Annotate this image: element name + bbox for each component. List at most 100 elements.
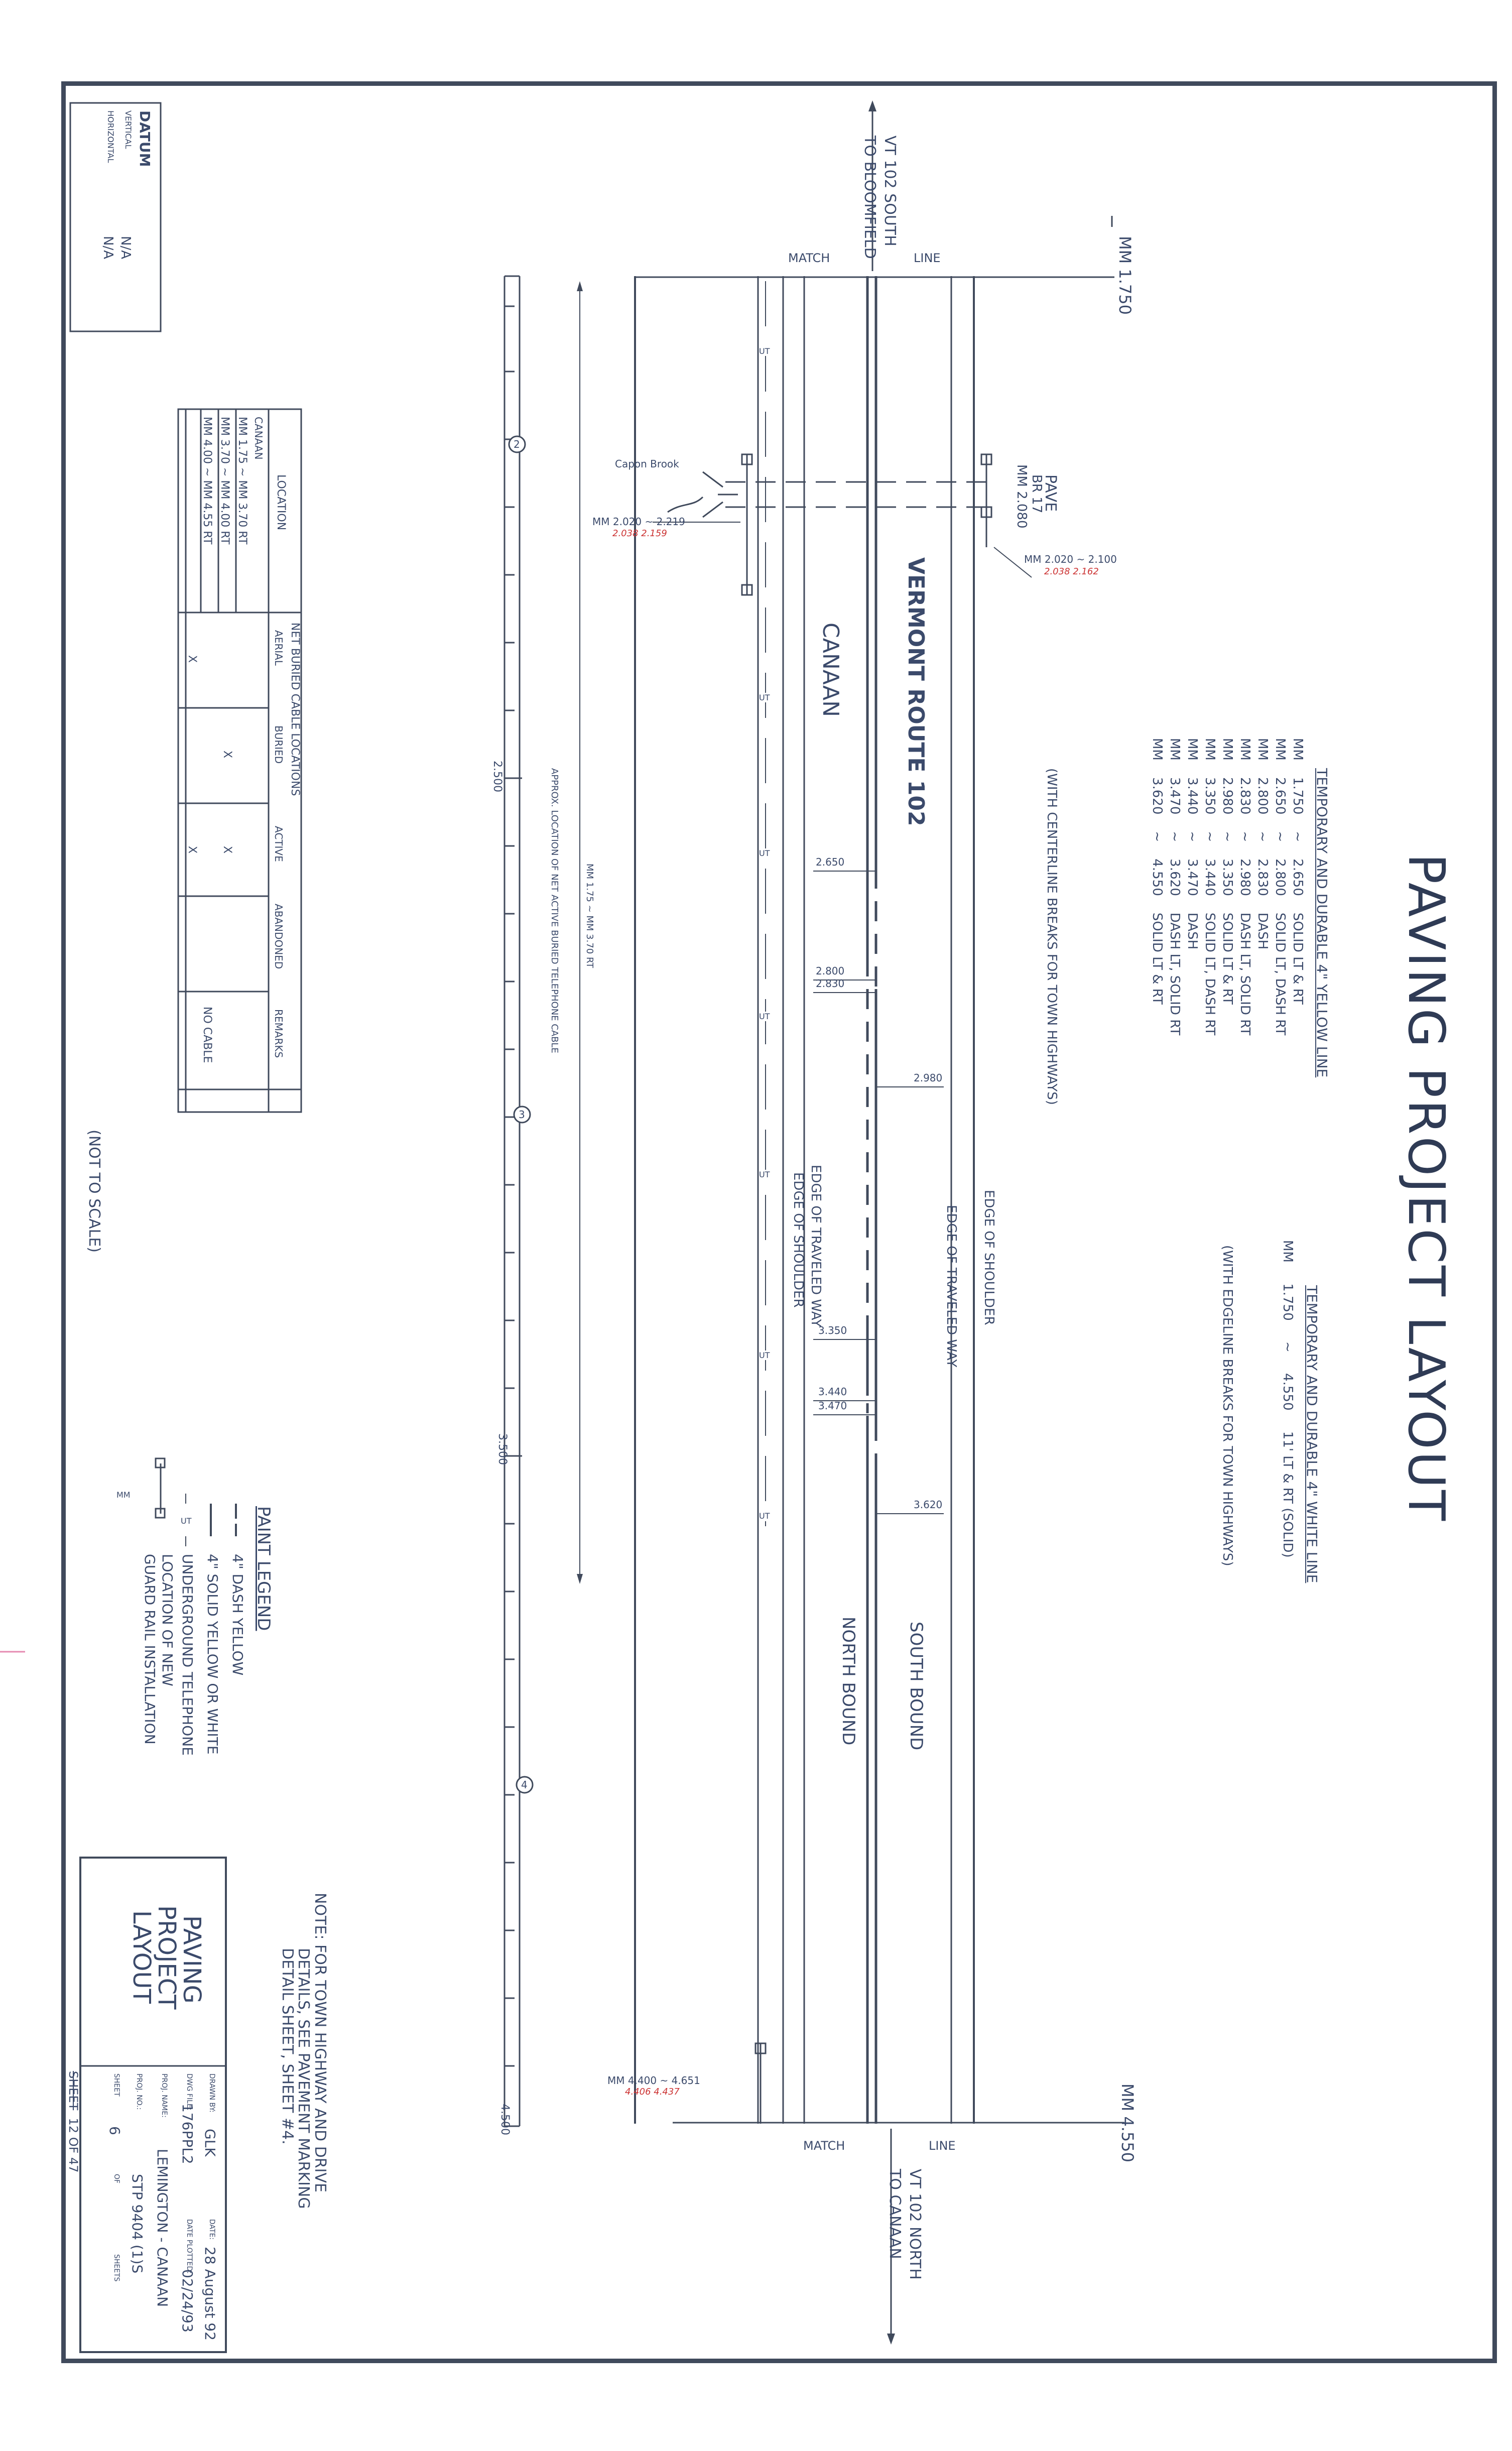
table-cell: X <box>186 846 198 854</box>
direction-north-line2: TO CANAAN <box>886 2169 904 2259</box>
table-cell: MM 4.00 ~ MM 4.55 RT <box>201 417 213 545</box>
drawn-by-label: DRAWN BY: <box>208 2073 216 2113</box>
title-block-title: PROJECT <box>153 1905 181 2010</box>
sheets-label: SHEETS <box>112 2254 120 2282</box>
sheet-stamp: SHEET 12 OF 47 <box>66 2071 80 2173</box>
legend-ut-label: UT <box>181 1516 192 1526</box>
table-cell: X <box>186 655 198 663</box>
station-circle: 3 <box>519 1109 525 1121</box>
direction-south-line2: TO BLOOMFIELD <box>861 136 878 259</box>
scale-label: 4.500 <box>498 2104 511 2135</box>
title-block-title: PAVING <box>178 1915 206 2004</box>
datum-title: DATUM <box>137 110 153 167</box>
datum-horizontal-label: HORIZONTAL <box>106 110 115 163</box>
ut-label: UT <box>759 1012 770 1021</box>
ut-label: UT <box>759 693 770 702</box>
datum-vertical-value: N/A <box>118 236 133 259</box>
sheet-label: SHEET <box>112 2073 120 2097</box>
station-label: 3.620 <box>914 1499 943 1511</box>
guard-rail-correction: 2.038 2.159 <box>612 528 667 539</box>
edge-of-traveled-way-label: EDGE OF TRAVELED WAY <box>808 1165 823 1327</box>
station-label: 2.650 <box>816 856 845 868</box>
ut-label: UT <box>759 848 770 858</box>
datum-horizontal-value: N/A <box>100 236 115 259</box>
mm-end-label: MM 4.550 <box>1118 2084 1137 2162</box>
station-label: 2.830 <box>816 977 845 990</box>
station-label: 3.350 <box>818 1324 847 1336</box>
bridge-mm-label: MM 2.080 <box>1014 464 1029 529</box>
table-header: LOCATION <box>275 474 287 531</box>
mm-start-label: MM 1.750 <box>1115 236 1135 315</box>
guard-rail-mm-label: MM 2.020 ~ 2.100 <box>1024 553 1117 565</box>
station-circle: 4 <box>521 1779 528 1791</box>
table-header: ABANDONED <box>273 904 285 969</box>
route-name: VERMONT ROUTE 102 <box>903 557 929 826</box>
station-circle: 2 <box>514 438 520 450</box>
date-value: 28 August 92 <box>202 2247 218 2341</box>
ut-label: UT <box>759 1511 770 1521</box>
legend-item: LOCATION OF NEW <box>159 1554 176 1686</box>
date-plotted-label: DATE PLOTTED: <box>185 2219 193 2274</box>
cable-table-title: NET BURIED CABLE LOCATIONS <box>289 623 301 796</box>
project-number-value: STP 9404 (1)S <box>129 2174 146 2274</box>
project-name-value: LEMINGTON - CANAAN <box>154 2149 171 2307</box>
table-header: AERIAL <box>273 630 285 666</box>
direction-north-line1: VT 102 NORTH <box>906 2169 924 2280</box>
drawing-border <box>61 81 1497 2363</box>
table-cell: X <box>221 751 233 759</box>
ut-label: UT <box>759 1351 770 1360</box>
table-header: ACTIVE <box>273 826 285 862</box>
date-plotted-value: 02/24/93 <box>179 2269 196 2333</box>
station-label: 3.470 <box>818 1400 847 1412</box>
station-label: 2.980 <box>914 1072 943 1084</box>
date-label: DATE: <box>208 2219 216 2240</box>
edge-of-shoulder-label: EDGE OF SHOULDER <box>791 1172 806 1308</box>
table-cell: NO CABLE <box>201 1007 213 1063</box>
table-cell: MM 3.70 ~ MM 4.00 RT <box>218 417 231 545</box>
dwg-file-value: 176PPL2 <box>179 2104 196 2164</box>
guard-rail-mm-label: MM 2.020 ~ 2.219 <box>592 516 685 528</box>
scale-label: 3.500 <box>496 1433 509 1465</box>
note-line: DETAILS, SEE PAVEMENT MARKING <box>295 1948 312 2209</box>
legend-item: 4" DASH YELLOW <box>229 1554 246 1676</box>
project-number-label: PROJ. NO.: <box>135 2073 143 2110</box>
ut-label: UT <box>759 346 770 356</box>
legend-title: PAINT LEGEND <box>254 1506 274 1631</box>
datum-vertical-label: VERTICAL <box>123 110 133 149</box>
legend-item: UNDERGROUND TELEPHONE <box>179 1554 196 1756</box>
sheet-number: 6 <box>106 2126 123 2135</box>
legend-item: GUARD RAIL INSTALLATION <box>142 1554 158 1745</box>
table-header: BURIED <box>273 725 285 764</box>
note-line: DETAIL SHEET, SHEET #4. <box>279 1948 296 2145</box>
line-label: LINE <box>914 251 941 265</box>
legend-mm-label: MM <box>116 1490 131 1500</box>
direction-south-line1: VT 102 SOUTH <box>881 136 899 247</box>
bridge-label: BR 17 <box>1029 474 1044 514</box>
north-bound-label: NORTH BOUND <box>838 1617 858 1746</box>
edge-of-traveled-way-label: EDGE OF TRAVELED WAY <box>944 1205 959 1368</box>
table-cell: MM 1.75 ~ MM 3.70 RT <box>236 417 248 545</box>
drawn-by-value: GLK <box>202 2129 218 2157</box>
station-label: 2.800 <box>816 965 845 977</box>
note-line: NOTE: FOR TOWN HIGHWAY AND DRIVE <box>311 1893 329 2192</box>
table-header: REMARKS <box>273 1009 285 1058</box>
match-label: MATCH <box>803 2139 845 2153</box>
town-name: CANAAN <box>818 623 843 717</box>
guard-rail-correction: 2.038 2.162 <box>1044 566 1099 577</box>
cable-range-label: MM 1.75 ~ MM 3.70 RT <box>584 864 595 968</box>
not-to-scale-note: (NOT TO SCALE) <box>85 1130 103 1253</box>
line-label: LINE <box>929 2139 956 2153</box>
scale-label: 2.500 <box>491 761 503 792</box>
station-label: 3.440 <box>818 1386 847 1398</box>
guard-rail-correction: 4.406 4.437 <box>625 2087 680 2097</box>
of-label: OF <box>112 2174 120 2184</box>
edge-of-shoulder-label: EDGE OF SHOULDER <box>981 1190 996 1325</box>
guard-rail-mm-label: MM 4.400 ~ 4.651 <box>607 2074 700 2087</box>
title-block-title: LAYOUT <box>128 1910 156 2004</box>
brook-label: Capon Brook <box>615 458 679 470</box>
pave-label: PAVE <box>1042 474 1059 512</box>
legend-item: 4" SOLID YELLOW OR WHITE <box>204 1554 221 1755</box>
ut-label: UT <box>759 1170 770 1179</box>
table-cell: X <box>221 846 233 854</box>
